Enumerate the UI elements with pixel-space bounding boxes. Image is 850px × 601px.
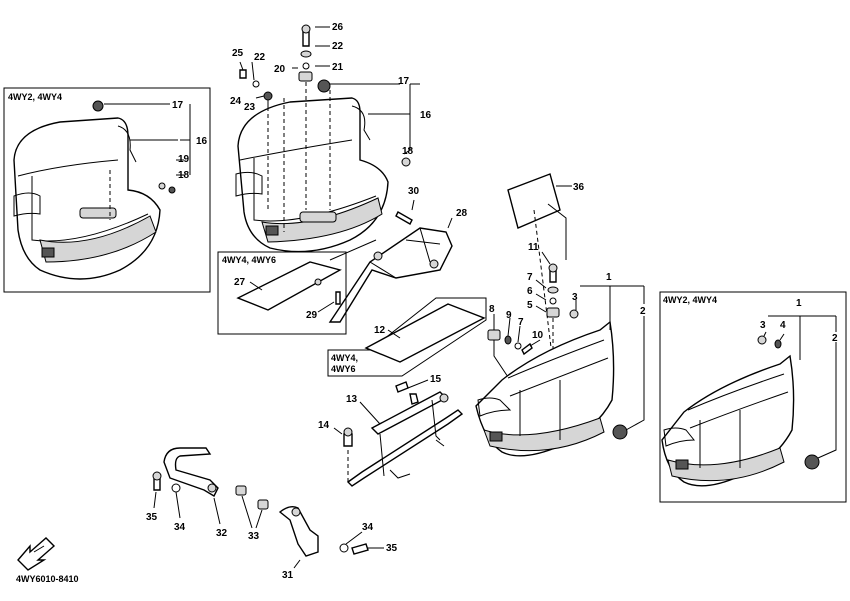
callout-8: 8	[489, 304, 495, 315]
saddlebag-right-inset	[661, 354, 820, 487]
panel-12	[364, 303, 486, 363]
callout-31: 31	[282, 570, 294, 581]
callout-24: 24	[230, 96, 242, 107]
stand-13: 15 13 14	[318, 374, 464, 487]
callout-2-center: 2	[640, 306, 646, 317]
inset-right: 4WY2, 4WY4 1 3 4 2	[659, 291, 847, 503]
callout-13: 13	[346, 394, 358, 405]
callout-6: 6	[527, 286, 533, 297]
callout-12: 12	[374, 325, 386, 336]
callout-22-side: 22	[254, 52, 266, 63]
inset-left-mid-frame	[217, 251, 347, 335]
callout-7-upper: 7	[527, 272, 533, 283]
callout-16-top: 16	[420, 110, 432, 121]
inset-center: 4WY4, 4WY6 12	[327, 297, 487, 377]
callout-5: 5	[527, 300, 533, 311]
callout-17-left: 17	[172, 100, 184, 111]
callout-26: 26	[332, 22, 344, 33]
callout-17-top: 17	[398, 76, 410, 87]
callout-32: 32	[216, 528, 228, 539]
callout-14: 14	[318, 420, 330, 431]
panel-27	[236, 261, 342, 311]
callout-2-right: 2	[832, 333, 838, 344]
callout-33: 33	[248, 531, 260, 542]
callout-30: 30	[408, 186, 420, 197]
callout-1-right: 1	[796, 298, 802, 309]
inset-center-label-2: 4WY6	[331, 364, 356, 374]
front-arrow-icon	[17, 537, 56, 571]
lower-brackets: 35 34 32 33 31 34 35	[146, 447, 398, 581]
inset-left-top-frame	[3, 87, 211, 293]
saddlebag-left-inset	[13, 100, 176, 280]
callout-27: 27	[234, 277, 246, 288]
callout-3-right: 3	[760, 320, 766, 331]
callout-4: 4	[780, 320, 786, 331]
inset-right-frame	[659, 291, 847, 503]
inset-left-top-label: 4WY2, 4WY4	[8, 92, 62, 102]
callout-36: 36	[573, 182, 585, 193]
callout-9: 9	[506, 310, 512, 321]
callout-28: 28	[456, 208, 468, 219]
callout-1-center: 1	[606, 272, 612, 283]
inset-center-label-1: 4WY4,	[331, 353, 358, 363]
inset-left-top: 4WY2, 4WY4 17 16 19 18	[3, 87, 211, 293]
drawing-code: 4WY6010-8410	[16, 574, 79, 584]
bracket-28: 30 28	[328, 186, 468, 323]
callout-7-lower: 7	[518, 317, 524, 328]
callout-15: 15	[430, 374, 442, 385]
callout-34-left: 34	[174, 522, 186, 533]
callout-20: 20	[274, 64, 286, 75]
inset-left-mid: 4WY4, 4WY6 27 29	[217, 251, 347, 335]
callout-18-top: 18	[402, 146, 414, 157]
callout-25: 25	[232, 48, 244, 59]
callout-18-left: 18	[178, 170, 190, 181]
callout-10: 10	[532, 330, 544, 341]
callout-29: 29	[306, 310, 318, 321]
callout-35-right: 35	[386, 543, 398, 554]
callout-22-top: 22	[332, 41, 344, 52]
callout-11: 11	[528, 242, 539, 253]
callout-21: 21	[332, 62, 344, 73]
saddlebag-center: 1 3 2	[475, 272, 646, 457]
callout-34-right: 34	[362, 522, 374, 533]
callout-23: 23	[244, 102, 256, 113]
callout-19: 19	[178, 154, 190, 165]
inset-right-label: 4WY2, 4WY4	[663, 295, 717, 305]
callout-16-left: 16	[196, 136, 208, 147]
callout-35-left: 35	[146, 512, 158, 523]
inset-left-mid-label: 4WY4, 4WY6	[222, 255, 276, 265]
saddlebag-top	[235, 90, 389, 253]
fasteners-top: 26 22 21 20 25 22 24 23 17 16 18	[230, 22, 432, 210]
callout-3-center: 3	[572, 292, 578, 303]
